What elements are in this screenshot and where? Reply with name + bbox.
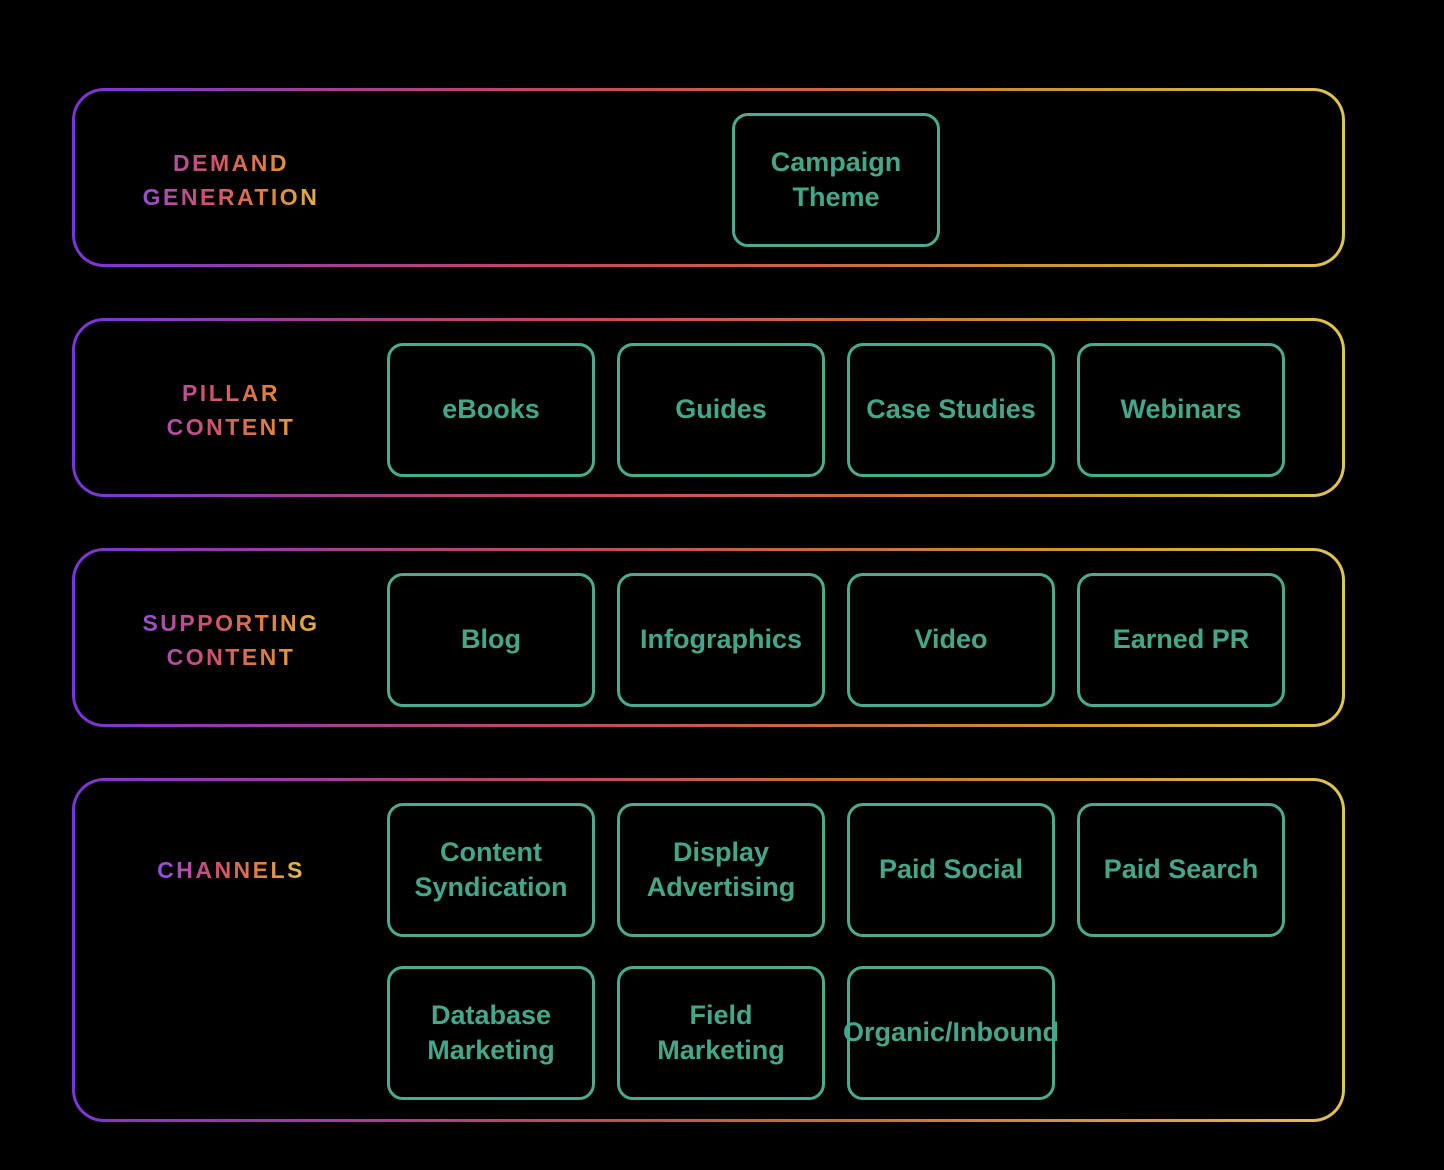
node-ebooks: eBooks bbox=[387, 343, 595, 477]
row-label-area: DEMAND GENERATION bbox=[75, 113, 387, 247]
node-label: Webinars bbox=[1120, 394, 1242, 425]
node-label: Organic/Inbound bbox=[843, 1017, 1059, 1048]
node-field-marketing: Field Marketing bbox=[617, 966, 825, 1100]
node-label: Earned PR bbox=[1112, 624, 1250, 655]
node-earned-pr: Earned PR bbox=[1077, 573, 1285, 707]
node-label: Paid Search bbox=[1103, 854, 1259, 885]
node-label: Display Advertising bbox=[646, 836, 796, 902]
row-label-area: SUPPORTING CONTENT bbox=[75, 573, 387, 707]
node-label: Campaign Theme bbox=[770, 146, 902, 212]
node-organic-inbound: Organic/Inbound bbox=[843, 966, 1059, 1100]
node-label: Guides bbox=[675, 394, 767, 425]
node-label: Case Studies bbox=[866, 394, 1036, 425]
row-pillar-content: PILLAR CONTENT eBooks Guides Case Studie… bbox=[72, 318, 1345, 497]
node-label: Video bbox=[914, 624, 988, 655]
node-display-advertising: Display Advertising bbox=[617, 803, 825, 937]
node-webinars: Webinars bbox=[1077, 343, 1285, 477]
node-database-marketing: Database Marketing bbox=[387, 966, 595, 1100]
row-label-area: PILLAR CONTENT bbox=[75, 343, 387, 477]
node-content-syndication: Content Syndication bbox=[387, 803, 595, 937]
node-paid-social: Paid Social bbox=[847, 803, 1055, 937]
node-label: Database Marketing bbox=[427, 999, 555, 1065]
node-label: Field Marketing bbox=[657, 999, 785, 1065]
row-label-supporting-content: SUPPORTING CONTENT bbox=[131, 606, 331, 675]
row-label-pillar-content: PILLAR CONTENT bbox=[131, 376, 331, 445]
node-guides: Guides bbox=[617, 343, 825, 477]
node-label: Infographics bbox=[639, 624, 802, 655]
row-label-area: CHANNELS bbox=[75, 803, 387, 937]
row-channels: CHANNELS Content Syndication Display Adv… bbox=[72, 778, 1345, 1122]
node-label: eBooks bbox=[442, 394, 540, 425]
node-label: Content Syndication bbox=[414, 836, 568, 902]
row-supporting-content: SUPPORTING CONTENT Blog Infographics Vid… bbox=[72, 548, 1345, 727]
node-label: Paid Social bbox=[878, 854, 1024, 885]
row-label-channels: CHANNELS bbox=[157, 853, 305, 888]
node-infographics: Infographics bbox=[617, 573, 825, 707]
row-label-demand-generation: DEMAND GENERATION bbox=[131, 146, 331, 215]
node-case-studies: Case Studies bbox=[847, 343, 1055, 477]
node-label: Blog bbox=[461, 624, 521, 655]
row-demand-generation: DEMAND GENERATION Campaign Theme bbox=[72, 88, 1345, 267]
node-campaign-theme: Campaign Theme bbox=[732, 113, 940, 247]
node-paid-search: Paid Search bbox=[1077, 803, 1285, 937]
node-video: Video bbox=[847, 573, 1055, 707]
node-blog: Blog bbox=[387, 573, 595, 707]
